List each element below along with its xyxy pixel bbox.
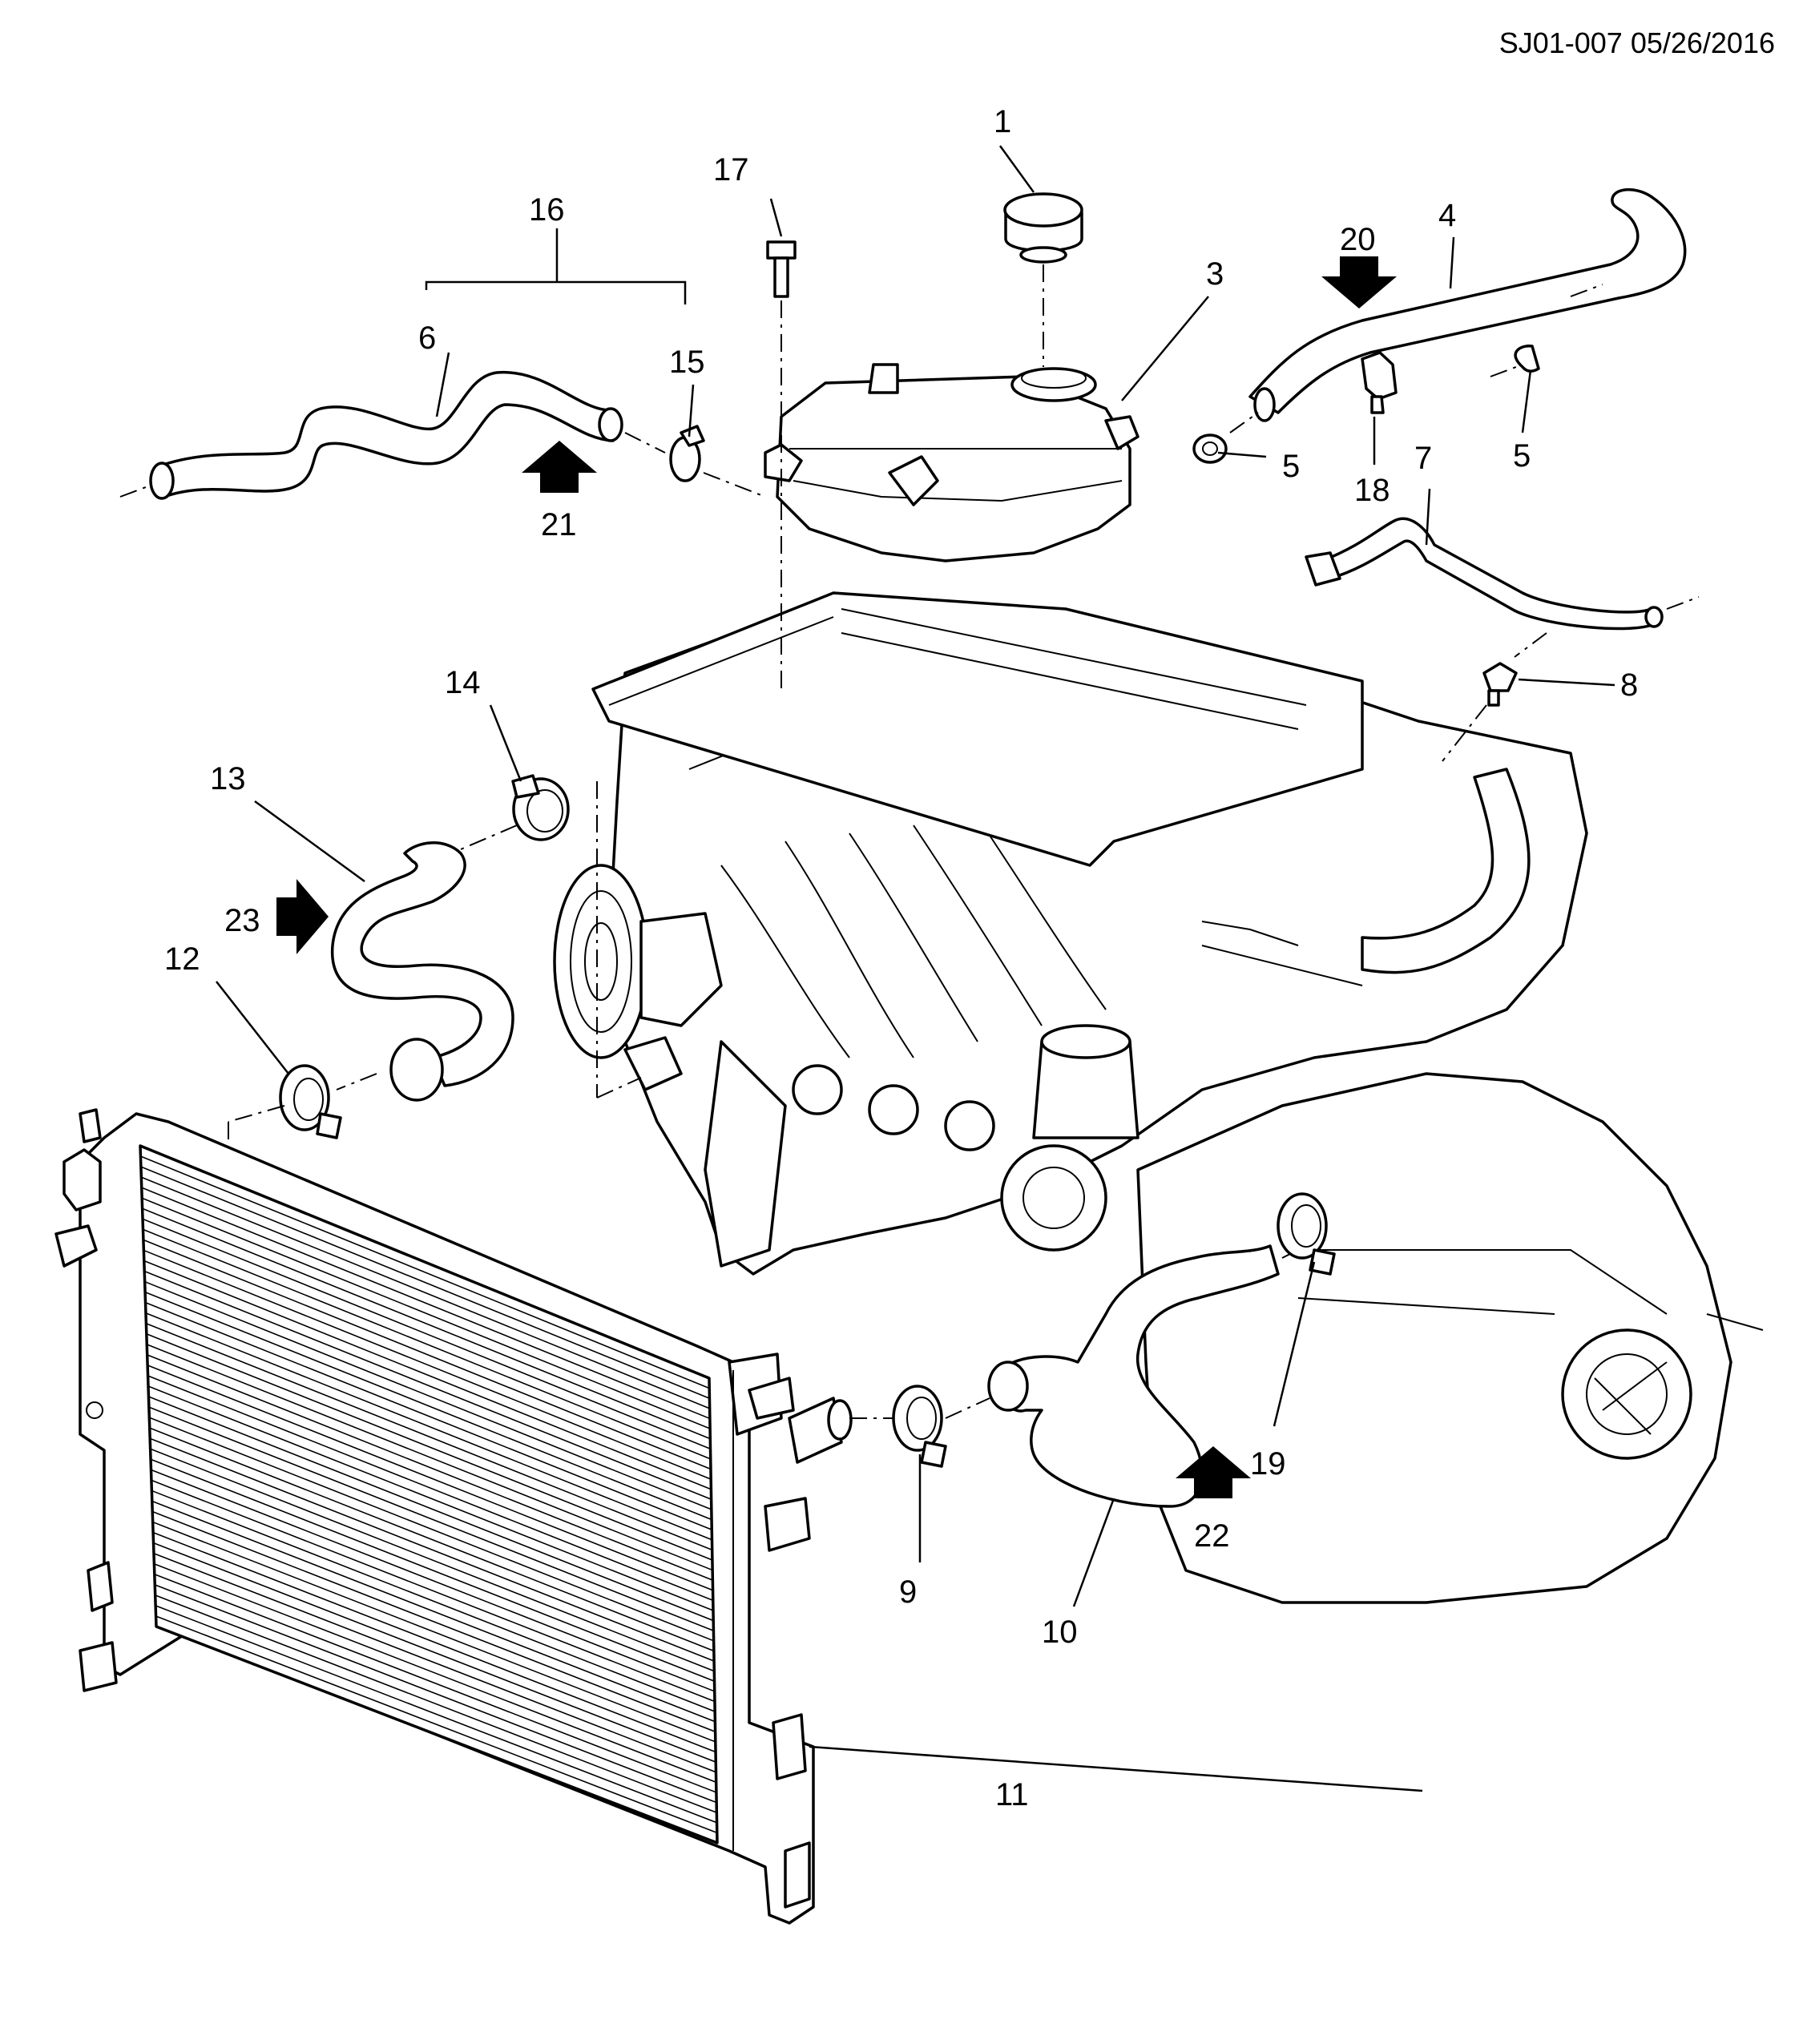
radiator-fin [147,1385,714,1611]
radiator-fin [141,1176,710,1409]
callout-19: 19 [1250,1446,1286,1482]
radiator-fins [140,1155,718,1834]
callout-1: 1 [994,104,1011,139]
callout-9: 9 [899,1574,917,1610]
callout-3: 3 [1206,256,1224,292]
callout-20: 20 [1340,222,1376,257]
hose-13 [331,841,514,1102]
radiator-fin [151,1500,716,1723]
radiator-fin [146,1322,712,1551]
radiator-fin [152,1531,716,1753]
radiator-fin [155,1605,717,1824]
clamp-19 [1277,1192,1336,1276]
radiator-fin [147,1365,713,1591]
radiator-fin [147,1354,713,1581]
radiator-fin [153,1542,716,1763]
callout-11: 11 [995,1777,1029,1812]
radiator-fin [151,1479,716,1703]
radiator-fin [149,1427,715,1652]
radiator-fin [143,1270,712,1501]
clamp-12 [279,1064,342,1139]
sensor-18 [1361,351,1398,414]
callout-17: 17 [713,152,749,187]
hose-7 [1305,517,1664,631]
radiator-fin [149,1437,715,1662]
flow-arrow-22 [1176,1446,1251,1498]
callout-14: 14 [445,665,481,700]
callout-13: 13 [210,761,246,796]
callout-15: 15 [669,345,705,380]
callout-8: 8 [1620,667,1638,703]
hose-6 [149,371,623,500]
callouts: 1 3 4 5 5 6 7 8 9 10 11 12 13 14 15 16 1… [164,104,1638,1812]
radiator-fin [141,1187,711,1420]
flow-arrow-20 [1321,256,1397,308]
radiator-fin [150,1448,715,1672]
callout-5-left: 5 [1282,449,1300,484]
radiator-fin [151,1490,716,1712]
radiator-fin [143,1249,712,1480]
leader-lines [216,145,1615,1792]
radiator-fin [143,1260,712,1490]
radiator-fin [145,1312,712,1541]
radiator-fin [145,1301,712,1530]
callout-12: 12 [164,941,200,977]
radiator-fin [142,1218,711,1450]
clamp-14 [511,774,570,841]
radiator-fin [140,1155,710,1389]
radiator-fin [143,1228,712,1460]
flow-arrow-23 [276,879,329,954]
radiator-fin [143,1239,712,1470]
radiator-fin [148,1406,714,1631]
radiator-fin [144,1291,712,1521]
reservoir-cap [1003,192,1083,264]
radiator-fin [154,1574,717,1793]
callout-7: 7 [1414,441,1432,476]
radiator-fin [140,1166,710,1399]
radiator-fin [151,1469,716,1692]
coolant-reservoir [764,363,1139,562]
radiator-fin [151,1510,716,1733]
callout-18: 18 [1354,473,1390,508]
callout-10: 10 [1042,1615,1078,1650]
radiator-fin [155,1594,717,1813]
radiator-fin [148,1396,714,1622]
bolt [766,240,797,298]
callout-23: 23 [224,903,260,938]
clip-8 [1482,662,1518,707]
radiator-fin [154,1584,717,1804]
radiator-fin [141,1197,711,1429]
callout-22: 22 [1194,1518,1230,1554]
callout-21: 21 [541,507,577,542]
radiator-fin [144,1280,712,1510]
hose-4 [1248,188,1687,422]
radiator-fin [149,1417,714,1642]
radiator-fin [150,1458,715,1683]
radiator-fin [153,1552,716,1773]
clamp-15 [669,425,705,482]
callout-5-right: 5 [1513,438,1531,474]
radiator-fin [146,1333,713,1561]
callout-16: 16 [529,192,565,228]
callout-4: 4 [1438,198,1456,233]
clamp-5-left [1192,433,1228,464]
radiator-fin [155,1615,718,1834]
hose-10 [987,1244,1280,1508]
radiator-fin [147,1375,714,1602]
radiator-fin [154,1562,716,1784]
callout-6: 6 [418,321,436,356]
radiator-fin [142,1207,711,1440]
radiator-fin [146,1344,713,1571]
clamp-5-right [1514,345,1540,373]
radiator [54,1108,853,1925]
flow-arrow-21 [522,441,597,493]
document-reference: SJ01-007 05/26/2016 [1499,26,1775,59]
radiator-fin [152,1521,716,1743]
